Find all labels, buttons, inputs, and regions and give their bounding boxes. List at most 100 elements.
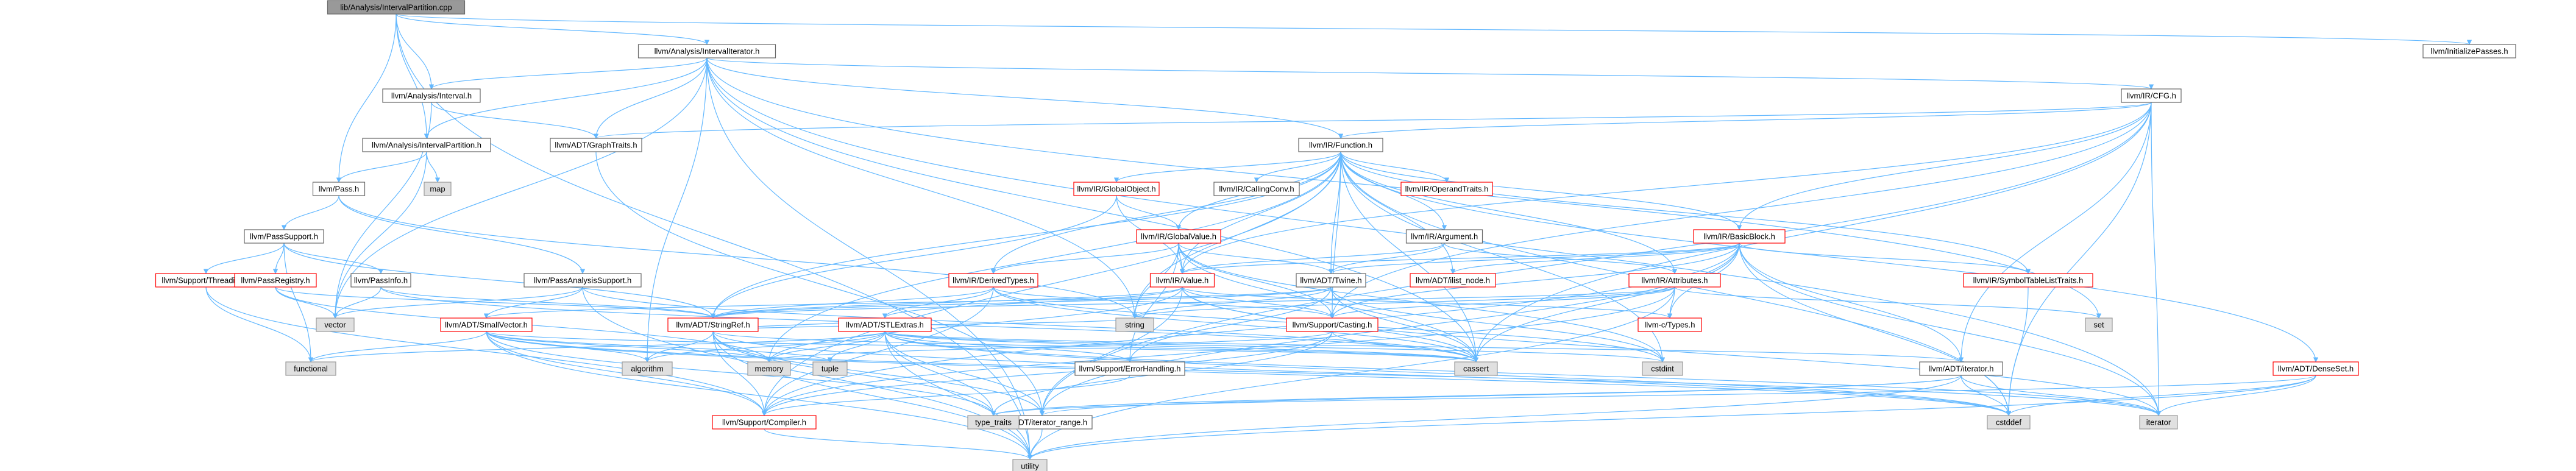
node-label: cstdint [1651, 364, 1674, 374]
node-ADTiterator[interactable]: llvm/ADT/iterator.h [1919, 361, 2003, 376]
node-box [1400, 182, 1493, 196]
node-Function[interactable]: llvm/IR/Function.h [1298, 138, 1383, 152]
node-label: llvm/IR/CallingConv.h [1219, 185, 1294, 194]
node-ErrorHandling[interactable]: llvm/Support/ErrorHandling.h [1074, 361, 1185, 376]
node-BasicBlock[interactable]: llvm/IR/BasicBlock.h [1693, 229, 1786, 244]
node-Argument[interactable]: llvm/IR/Argument.h [1405, 229, 1483, 244]
node-box [838, 317, 932, 332]
edge-Argument-to-Twine [1328, 243, 1445, 274]
node-box [1628, 273, 1721, 288]
node-Pass[interactable]: llvm/Pass.h [312, 182, 366, 196]
node-Interval[interactable]: llvm/Analysis/Interval.h [382, 88, 481, 103]
node-box [523, 273, 642, 288]
node-GraphTraits[interactable]: llvm/ADT/GraphTraits.h [550, 138, 642, 152]
node-CTypes[interactable]: llvm-c/Types.h [1637, 317, 1702, 332]
edge-Function-to-cassert [1340, 151, 1479, 363]
node-label: llvm/PassSupport.h [250, 232, 318, 241]
node-InitializePasses[interactable]: llvm/InitializePasses.h [2422, 44, 2516, 58]
node-SupportThreading[interactable]: llvm/Support/Threading.h [155, 273, 257, 288]
edge-GlobalObject-to-GlobalValue [1116, 195, 1182, 230]
edge-Function-to-string [1132, 151, 1341, 319]
node-STLExtras[interactable]: llvm/ADT/STLExtras.h [838, 317, 932, 332]
node-label: llvm/IR/Function.h [1309, 141, 1372, 150]
node-ilist_node[interactable]: llvm/ADT/ilist_node.h [1410, 273, 1496, 288]
node-Casting[interactable]: llvm/Support/Casting.h [1286, 317, 1378, 332]
node-PassAnalysisSupport[interactable]: llvm/PassAnalysisSupport.h [523, 273, 642, 288]
node-PassSupport[interactable]: llvm/PassSupport.h [244, 229, 324, 244]
node-label: llvm/IR/GlobalValue.h [1141, 232, 1216, 241]
node-label: utility [1021, 462, 1039, 471]
node-Twine[interactable]: llvm/ADT/Twine.h [1296, 273, 1366, 288]
node-memory: memory [747, 361, 791, 376]
node-box [1296, 273, 1366, 288]
node-label: llvm/ADT/SmallVector.h [445, 320, 528, 330]
edge-BasicBlock-to-Value [1180, 243, 1740, 274]
node-IntervalPartition[interactable]: llvm/Analysis/IntervalPartition.h [362, 138, 491, 152]
node-root[interactable]: lib/Analysis/IntervalPartition.cpp [327, 0, 466, 15]
edge-StringRef-to-type_traits [712, 331, 996, 416]
node-map: map [424, 182, 452, 196]
edge-CFG-to-Casting [1329, 102, 2152, 319]
node-Value[interactable]: llvm/IR/Value.h [1149, 273, 1215, 288]
node-box [316, 317, 355, 332]
node-utility: utility [1012, 459, 1048, 471]
edge-STLExtras-to-tuple [827, 331, 885, 363]
node-Compiler[interactable]: llvm/Support/Compiler.h [712, 415, 817, 430]
node-label: llvm/IR/SymbolTableListTraits.h [1973, 276, 2084, 285]
node-CallingConv[interactable]: llvm/IR/CallingConv.h [1213, 182, 1300, 196]
node-PassRegistry[interactable]: llvm/PassRegistry.h [234, 273, 317, 288]
node-DerivedTypes[interactable]: llvm/IR/DerivedTypes.h [948, 273, 1038, 288]
edge-STLExtras-to-ADTiterator [884, 331, 1964, 363]
node-GlobalObject[interactable]: llvm/IR/GlobalObject.h [1073, 182, 1160, 196]
edge-ADTiterator-to-type_traits [991, 375, 1962, 416]
node-label: llvm/ADT/iterator_range.h [997, 418, 1087, 427]
node-IntervalIterator[interactable]: llvm/Analysis/IntervalIterator.h [637, 44, 776, 58]
node-box [1074, 361, 1185, 376]
edge-PassSupport-to-PassInfo [283, 243, 384, 274]
node-OperandTraits[interactable]: llvm/IR/OperandTraits.h [1400, 182, 1493, 196]
edge-STLExtras-to-iterator_range [884, 331, 1045, 416]
edge-ADTiterator-to-utility [1027, 375, 1962, 460]
node-box [1012, 459, 1048, 471]
node-label: llvm/ADT/StringRef.h [676, 320, 750, 330]
edge-IntervalIterator-to-IntervalPartition [424, 57, 708, 139]
edge-SmallVector-to-utility [486, 331, 1033, 460]
edge-CFG-to-Function [1338, 102, 2152, 139]
node-label: tuple [821, 364, 839, 374]
edge-Function-to-Argument [1340, 151, 1447, 230]
edge-DerivedTypes-to-StringRef [710, 286, 994, 319]
node-box [712, 415, 817, 430]
edge-DenseSet-to-cstddef [2006, 375, 2316, 416]
node-SmallVector[interactable]: llvm/ADT/SmallVector.h [440, 317, 533, 332]
edge-BasicBlock-to-iterator [1739, 243, 2162, 416]
node-box [1115, 317, 1154, 332]
edge-IntervalIterator-to-vector [332, 57, 708, 319]
edge-STLExtras-to-memory [766, 331, 885, 363]
node-box [2139, 415, 2178, 430]
edge-Function-to-DerivedTypes [990, 151, 1341, 274]
node-CFG[interactable]: llvm/IR/CFG.h [2121, 88, 2182, 103]
node-label: llvm/Support/Compiler.h [722, 418, 806, 427]
edge-IntervalIterator-to-Interval [428, 57, 708, 90]
node-box [747, 361, 791, 376]
edge-PassAnalysisSupport-to-SmallVector [483, 286, 583, 319]
node-label: llvm/IR/GlobalObject.h [1077, 185, 1155, 194]
node-DenseSet[interactable]: llvm/ADT/DenseSet.h [2273, 361, 2359, 376]
node-PassInfo[interactable]: llvm/PassInfo.h [350, 273, 411, 288]
node-box [667, 317, 759, 332]
node-GlobalValue[interactable]: llvm/IR/GlobalValue.h [1136, 229, 1221, 244]
node-box [362, 138, 491, 152]
edge-StringRef-to-cassert [712, 331, 1478, 363]
edge-DenseSet-to-type_traits [991, 375, 2316, 416]
edge-Function-to-SymbolTableListTraits [1340, 151, 2031, 274]
node-box [2085, 317, 2113, 332]
node-SymbolTableListTraits[interactable]: llvm/IR/SymbolTableListTraits.h [1963, 273, 2093, 288]
edge-SmallVector-to-cassert [486, 331, 1478, 363]
node-algorithm: algorithm [622, 361, 673, 376]
edge-IntervalIterator-to-string [706, 57, 1138, 319]
edge-SmallVector-to-memory [486, 331, 772, 363]
node-box [1919, 361, 2003, 376]
node-box [637, 44, 776, 58]
node-Attributes[interactable]: llvm/IR/Attributes.h [1628, 273, 1721, 288]
node-StringRef[interactable]: llvm/ADT/StringRef.h [667, 317, 759, 332]
